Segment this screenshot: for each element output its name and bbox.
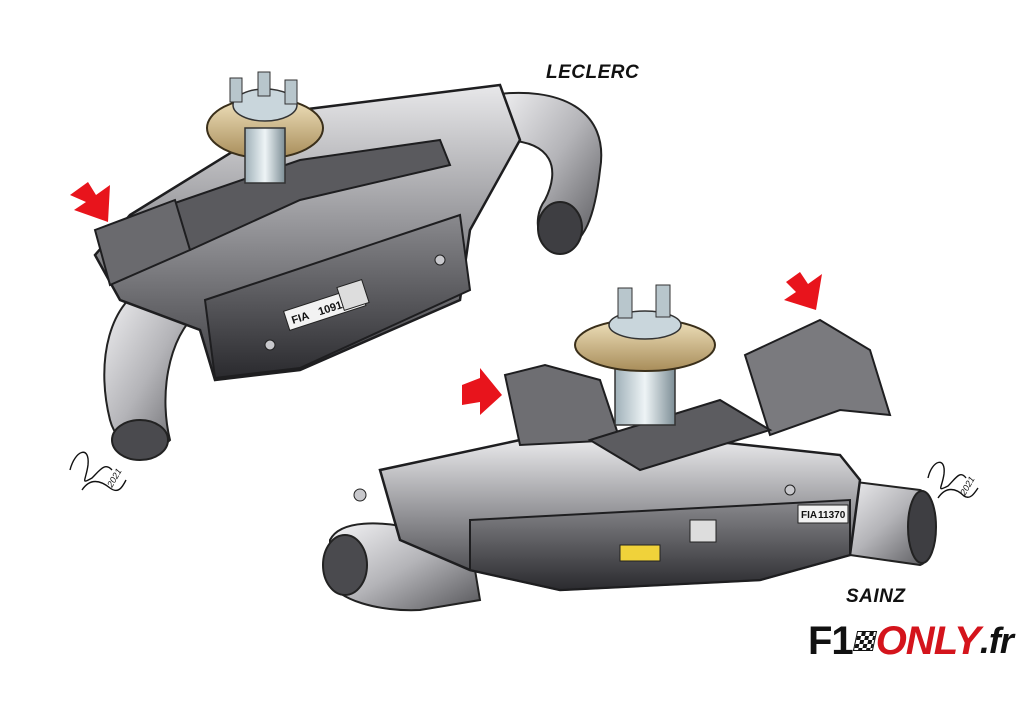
sainz-serial-number: 11370 [818, 510, 846, 521]
logo-prefix: F1 [808, 618, 854, 663]
sainz-left-inlet [503, 363, 622, 447]
leclerc-bolt [434, 254, 446, 266]
f1only-logo: F1 ONLY .fr [808, 618, 1014, 664]
sainz-central-strut [587, 398, 773, 472]
sainz-bolt [353, 488, 367, 502]
artist-signature-left [69, 451, 127, 492]
leclerc-upright: FIA 10914 [93, 71, 603, 461]
sainz-right-arrow [784, 272, 822, 310]
sainz-hub-stud-1 [617, 287, 633, 319]
leclerc-hub-stud-3 [284, 79, 298, 105]
signature-year-left: 2021 [105, 467, 124, 490]
sainz-label: SAINZ [846, 586, 906, 607]
leclerc-hub-stud-1 [229, 77, 243, 103]
leclerc-qr-code [336, 278, 370, 312]
sainz-bolt [784, 484, 796, 496]
leclerc-hub-shaft [244, 127, 286, 184]
leclerc-hub-stud-2 [257, 71, 271, 97]
logo-suffix: .fr [979, 620, 1014, 661]
sainz-serial-plate: FIA 11370 [797, 504, 849, 524]
sainz-fia-tag: FIA [801, 510, 817, 521]
sainz-right-inlet [743, 318, 892, 437]
checkered-flag-icon [852, 631, 877, 651]
sainz-hub-stud-2 [655, 284, 671, 318]
artist-signature-right [927, 461, 979, 499]
sainz-left-duct-mouth [322, 534, 368, 596]
leclerc-lower-duct-mouth [111, 419, 169, 461]
leclerc-right-duct-mouth [537, 201, 583, 255]
leclerc-front-block [93, 198, 192, 287]
logo-brand: ONLY [875, 618, 981, 663]
sainz-upright: FIA 11370 [322, 284, 937, 612]
sainz-warning-sticker [619, 544, 661, 562]
leclerc-arrow [70, 182, 110, 222]
leclerc-label: LECLERC [546, 62, 640, 83]
sainz-qr-code [689, 519, 717, 543]
sainz-right-duct-mouth [907, 490, 937, 564]
leclerc-fia-tag: FIA [290, 310, 311, 327]
leclerc-bolt [264, 339, 276, 351]
sainz-left-arrow [462, 368, 502, 415]
